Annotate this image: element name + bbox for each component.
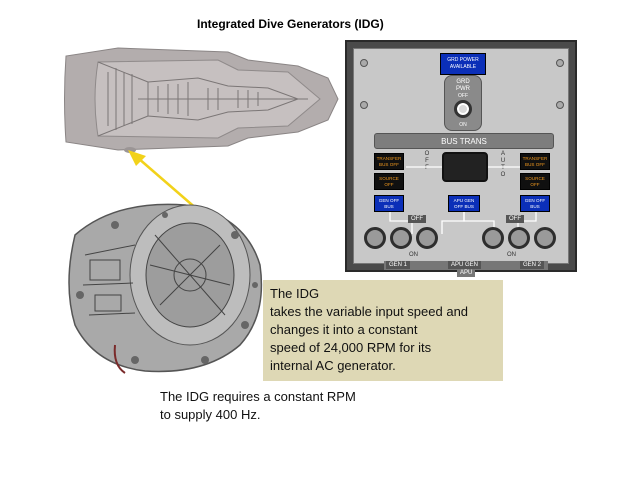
source-off-left-light: SOURCE OFF (374, 173, 404, 190)
gen2-label: GEN 2 (520, 261, 545, 269)
screw (360, 59, 368, 67)
idg-unit-image (68, 203, 263, 374)
annun-text: BUS OFF (525, 162, 545, 167)
available-label: AVAILABLE (449, 64, 477, 70)
grd-off-label: OFF (458, 93, 468, 99)
annun-text: OFF (530, 182, 540, 187)
screw (556, 101, 564, 109)
on-label-left: ON (409, 252, 418, 258)
gen2-switch[interactable] (508, 227, 530, 249)
annun-text: SOURCE (379, 176, 399, 181)
annun-text: BUS (530, 204, 540, 209)
panel-wiring-lines (389, 166, 537, 234)
gen-off-bus-right-light: GEN OFF BUS (520, 195, 550, 212)
apu-gen-right-switch[interactable] (482, 227, 504, 249)
grd-pwr-knob[interactable] (454, 100, 472, 118)
apu-gen-left-switch[interactable] (416, 227, 438, 249)
callout-line: changes it into a constant (270, 322, 418, 337)
gen1-switch[interactable] (390, 227, 412, 249)
gen1-knob-outer[interactable] (364, 227, 386, 249)
electrical-panel: GRD POWER AVAILABLE GRD PWR OFF ON BUS T… (345, 40, 577, 277)
screw (360, 101, 368, 109)
transfer-bus-off-left-light: TRANSFER BUS OFF (374, 153, 404, 170)
off-label-left: OFF (408, 215, 426, 223)
bus-trans-plate: BUS TRANS (374, 133, 554, 149)
bus-trans-label: BUS TRANS (441, 137, 487, 146)
apu-gen-off-bus-light: APU GEN OFF BUS (448, 195, 480, 212)
gen2-knob-outer[interactable] (534, 227, 556, 249)
grd-power-label: GRD POWER (447, 57, 479, 63)
screw (556, 59, 564, 67)
annun-text: BUS OFF (379, 162, 399, 167)
callout-line: takes the variable input speed and (270, 304, 469, 319)
panel-face: GRD POWER AVAILABLE GRD PWR OFF ON BUS T… (353, 48, 569, 277)
idg-note: The IDG requires a constant RPM to suppl… (160, 388, 356, 424)
off-label-right: OFF (506, 215, 524, 223)
idg-callout-box: The IDG takes the variable input speed a… (263, 280, 503, 381)
grd-power-available-light: GRD POWER AVAILABLE (440, 53, 486, 75)
annun-text: GEN OFF (524, 198, 546, 203)
on-label-right: ON (507, 252, 516, 258)
callout-line: internal AC generator. (270, 358, 396, 373)
annun-text: OFF (384, 182, 394, 187)
annun-text: BUS (384, 204, 394, 209)
bus-trans-switch[interactable] (442, 152, 488, 182)
annun-text: APU GEN (453, 198, 475, 203)
engine-cutaway-image (64, 47, 339, 153)
annun-text: TRANSFER (522, 156, 548, 161)
annun-text: TRANSFER (376, 156, 402, 161)
note-line: to supply 400 Hz. (160, 407, 261, 422)
page-title: Integrated Dive Generators (IDG) (197, 17, 384, 31)
source-off-right-light: SOURCE OFF (520, 173, 550, 190)
gen1-label: GEN 1 (386, 261, 411, 269)
apu-label: APU (457, 269, 476, 277)
callout-line: The IDG (270, 286, 320, 301)
grd-label: GRD (456, 79, 470, 85)
callout-line: speed of 24,000 RPM for its (270, 340, 432, 355)
pwr-label: PWR (456, 86, 470, 92)
annun-text: GEN OFF (378, 198, 400, 203)
gen-off-bus-left-light: GEN OFF BUS (374, 195, 404, 212)
grd-pwr-switch-housing: GRD PWR OFF ON (444, 75, 482, 131)
annun-text: OFF BUS (454, 204, 474, 209)
apu-gen-label: APU GEN (448, 261, 482, 269)
annun-text: SOURCE (525, 176, 545, 181)
grd-on-label: ON (459, 122, 467, 128)
note-line: The IDG requires a constant RPM (160, 389, 356, 404)
transfer-bus-off-right-light: TRANSFER BUS OFF (520, 153, 550, 170)
